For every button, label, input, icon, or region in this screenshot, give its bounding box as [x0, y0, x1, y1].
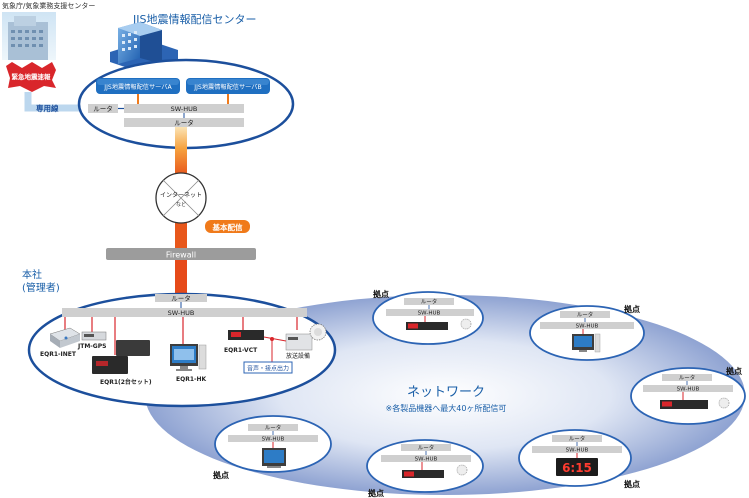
server-b-label: JJS地震情報配信サーバB	[193, 83, 261, 91]
center-building	[110, 22, 178, 72]
branch-4-label: 拠点	[367, 488, 384, 498]
branch-4-hub: SW-HUB	[415, 457, 438, 463]
branch-1: ルータ SW-HUB	[529, 305, 645, 361]
center-router-bottom-label: ルータ	[174, 118, 194, 127]
branch-1-hub: SW-HUB	[576, 324, 599, 330]
hq-hub	[62, 308, 307, 317]
eqr1-hk-device	[170, 344, 207, 371]
hq-subtitle: (管理者)	[22, 281, 60, 294]
hq-router	[155, 294, 207, 302]
internet-label: インターネット	[160, 191, 202, 199]
center-hub	[124, 104, 244, 113]
broadcast-label: 放送設備	[286, 352, 310, 360]
trunk-upper	[175, 127, 187, 175]
eqr1-vct-label: EQR1-VCT	[224, 347, 258, 354]
branch-5-label: 拠点	[623, 479, 640, 489]
branch-4-router: ルータ	[418, 444, 435, 452]
eqr1-hk-label: EQR1-HK	[176, 376, 207, 383]
center-router-bottom	[124, 118, 244, 127]
branch-2-hub: SW-HUB	[677, 387, 700, 393]
branch-3-label: 拠点	[212, 470, 229, 480]
branch-5: ルータ SW-HUB 6:15	[518, 429, 632, 487]
emergency-badge: 緊急地震速報	[6, 62, 56, 92]
network-title: ネットワーク	[407, 385, 485, 400]
branch-2-label: 拠点	[725, 366, 742, 376]
audio-output-badge	[243, 361, 293, 374]
hq-title: 本社	[22, 268, 42, 281]
branch-1-router: ルータ	[577, 311, 594, 319]
branch-0-label: 拠点	[372, 289, 389, 299]
hq-router-label: ルータ	[171, 294, 191, 303]
leased-line-label: 専用線	[36, 103, 59, 113]
server-a: JJS地震情報配信サーバA	[96, 78, 180, 94]
branch-5-router: ルータ	[569, 435, 586, 443]
jma-label: 気象庁/気象業務支援センター	[2, 1, 95, 10]
trunk-lower	[175, 222, 187, 250]
hq-drops	[64, 317, 298, 355]
branch-1-label: 拠点	[623, 304, 640, 314]
jtm-gps-device	[81, 331, 107, 341]
basic-delivery-badge	[205, 220, 250, 233]
network-subtitle: ※各製品機器へ最大40ヶ所配信可	[386, 403, 507, 413]
firewall-label: Firewall	[166, 251, 196, 260]
eqr1-set-device	[92, 340, 150, 374]
eqr1-inet-label: EQR1-INET	[40, 351, 77, 358]
server-a-label: JJS地震情報配信サーバA	[103, 83, 172, 91]
jtm-gps-label: JTM-GPS	[77, 343, 106, 350]
broadcast-equipment	[285, 323, 327, 351]
jma-building-photo	[2, 12, 56, 60]
server-b: JJS地震情報配信サーバB	[186, 78, 270, 94]
emergency-badge-text: 緊急地震速報	[12, 72, 52, 81]
center-hub-label: SW-HUB	[171, 105, 198, 113]
hq-hub-label: SW-HUB	[168, 309, 195, 317]
eqr1-inet-device	[49, 327, 81, 348]
audio-output-label: 音声・接点出力	[247, 365, 289, 373]
center-title: JJS地震情報配信センター	[132, 13, 256, 26]
eqr1-set-label: EQR1(2台セット)	[100, 378, 152, 386]
branch-5-hub: SW-HUB	[566, 448, 589, 454]
eqr1-vct-device	[228, 330, 264, 340]
firewall-bar	[106, 248, 256, 260]
internet-sublabel: など	[176, 201, 186, 208]
center-router-left	[88, 104, 118, 113]
branch-0: ルータ SW-HUB	[372, 291, 484, 345]
basic-delivery-label: 基本配信	[212, 222, 243, 232]
branch-3: ルータ SW-HUB	[214, 415, 332, 473]
center-router-left-label: ルータ	[93, 104, 113, 113]
branch-0-hub: SW-HUB	[418, 311, 441, 317]
branch-4: ルータ SW-HUB	[366, 439, 484, 493]
branch-2: ルータ SW-HUB	[630, 367, 746, 425]
branch-2-router: ルータ	[679, 374, 696, 382]
branch-3-router: ルータ	[265, 424, 282, 432]
leased-line	[24, 92, 88, 112]
branch-5-display: 6:15	[562, 461, 592, 475]
trunk-hq	[175, 260, 187, 294]
branch-3-hub: SW-HUB	[262, 437, 285, 443]
branch-0-router: ルータ	[421, 298, 438, 306]
